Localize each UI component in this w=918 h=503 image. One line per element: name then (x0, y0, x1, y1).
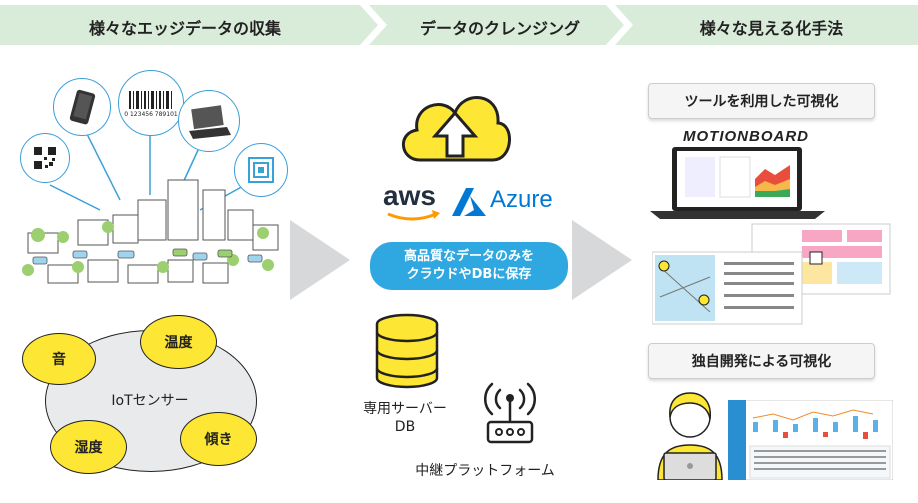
city-illustration (22, 179, 279, 284)
pill-line-1: 高品質なデータのみを (403, 249, 534, 264)
qr-code-device (20, 133, 70, 183)
flow-arrow-1 (290, 220, 350, 300)
cloud-upload-icon (401, 96, 511, 162)
person-with-laptop-icon (657, 392, 723, 480)
motionboard-logo: MOTIONBOARD (683, 128, 809, 145)
sensor-temperature: 温度 (140, 315, 217, 369)
relay-platform-label: 中継プラットフォーム (415, 463, 555, 479)
smartphone-icon (69, 89, 96, 125)
header-chevrons (0, 5, 918, 45)
sensor-sound: 音 (22, 333, 96, 385)
rfid-chip-icon (248, 157, 274, 183)
rfid-tag-device (234, 143, 288, 197)
tool-visualization-bubble: ツールを利用した可視化 (648, 83, 875, 119)
dashboard-screenshots (652, 223, 891, 325)
smartphone-device (53, 78, 111, 136)
barcode-digits: 0 123456 789101 (124, 111, 178, 118)
aws-smile-icon (387, 210, 440, 221)
iot-sensor-label: IoTセンサー (111, 393, 189, 409)
barcode-icon (129, 91, 172, 109)
sensor-humidity: 湿度 (50, 420, 127, 474)
custom-dashboard-screenshot (728, 400, 893, 480)
pill-line-2: クラウドやDBに保存 (406, 267, 532, 282)
flow-arrow-2 (572, 220, 632, 300)
azure-logo: Azure (490, 186, 553, 213)
laptop-device (178, 90, 240, 152)
header-edge-collection: 様々なエッジデータの収集 (88, 19, 281, 38)
sensor-tilt: 傾き (180, 412, 257, 466)
router-icon (483, 382, 537, 444)
laptop-icon (189, 105, 231, 139)
custom-visualization-bubble: 独自開発による可視化 (648, 343, 875, 379)
database-icon (375, 313, 439, 389)
aws-logo: aws (383, 180, 436, 211)
azure-logo-icon (452, 188, 486, 216)
barcode-device: 0 123456 789101 (118, 70, 184, 136)
qr-code-icon (34, 147, 56, 169)
motionboard-laptop-illustration (650, 147, 825, 219)
db-label: 専用サーバー DB (363, 401, 447, 435)
header-visualization: 様々な見える化手法 (699, 19, 844, 38)
header-data-cleansing: データのクレンジング (419, 19, 580, 38)
cleansing-description-pill: 高品質なデータのみを クラウドやDBに保存 (370, 242, 568, 290)
